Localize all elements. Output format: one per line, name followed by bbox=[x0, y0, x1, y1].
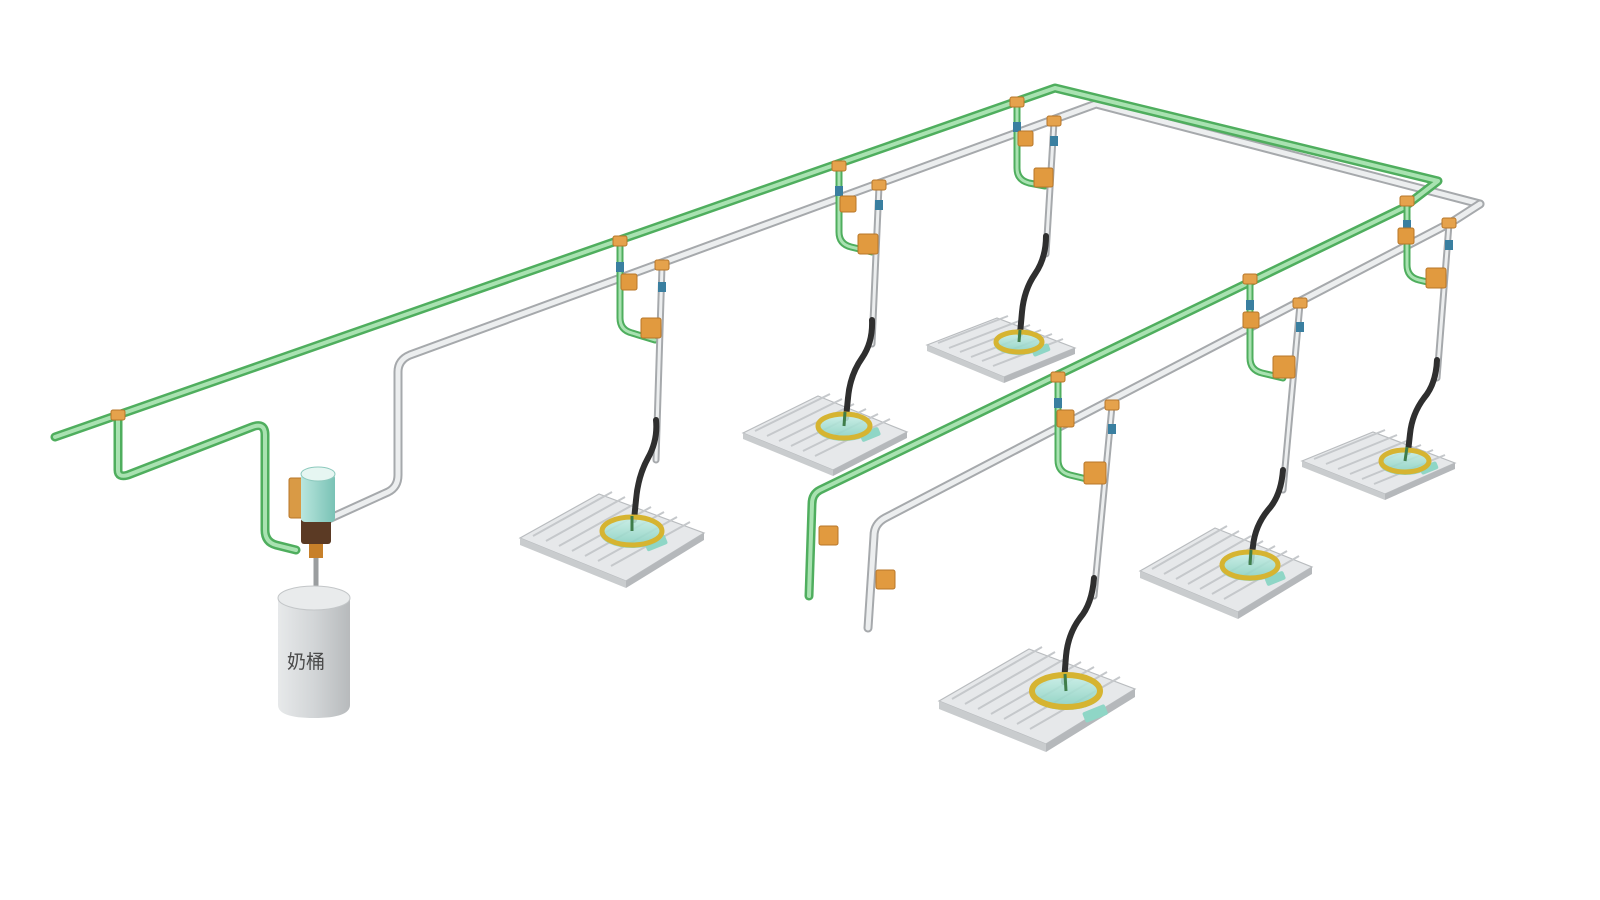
supply-pipe-network bbox=[50, 83, 1443, 601]
nipple-feeder-icon bbox=[1378, 446, 1439, 475]
drop-couplers bbox=[616, 122, 1453, 434]
nipple-feeder-icon bbox=[993, 329, 1051, 357]
nipple-feeders bbox=[599, 329, 1439, 723]
valve-box-icon bbox=[1242, 311, 1296, 379]
valve-box-icon bbox=[1056, 409, 1107, 485]
nipple-feeder-icon bbox=[815, 411, 881, 442]
feeding-station bbox=[1054, 374, 1116, 685]
return-pipe-network bbox=[317, 99, 1485, 633]
valve-box-icon bbox=[875, 569, 896, 590]
feeding-station bbox=[1246, 276, 1304, 565]
milk-bucket-label: 奶桶 bbox=[287, 651, 325, 673]
valve-box-icon bbox=[1017, 130, 1054, 188]
milk-bucket-icon: 奶桶 bbox=[277, 585, 351, 718]
pump-unit-icon bbox=[288, 466, 336, 590]
nipple-feeder-icon bbox=[1219, 549, 1286, 586]
pipe-fittings bbox=[110, 96, 1457, 421]
valve-box-icon bbox=[620, 273, 662, 339]
nipple-feeder-icon bbox=[599, 514, 668, 552]
floor-grate bbox=[1300, 429, 1457, 500]
valve-box-icon bbox=[818, 525, 839, 546]
feeding-station bbox=[616, 238, 666, 523]
valve-box-icon bbox=[839, 195, 879, 255]
valve-box-icon bbox=[1397, 227, 1447, 289]
nipple-feeder-icon bbox=[1029, 672, 1108, 723]
valve-boxes bbox=[620, 130, 1447, 590]
feeding-station bbox=[835, 164, 883, 421]
